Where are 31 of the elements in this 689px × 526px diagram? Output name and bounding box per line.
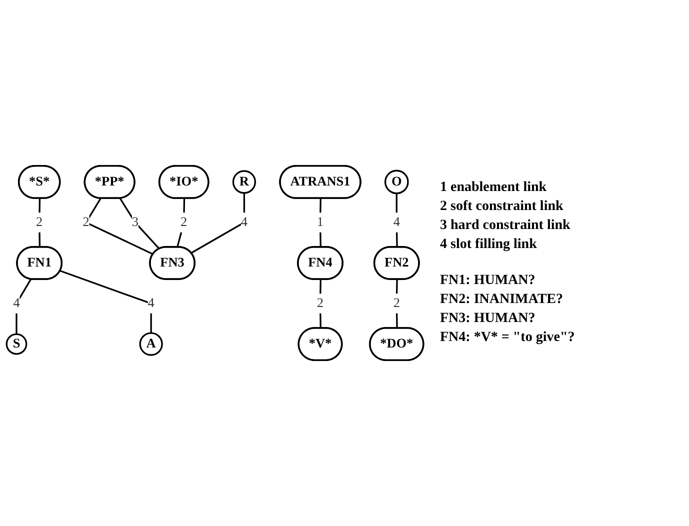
connector [16, 278, 32, 334]
edge-label: 2 [316, 296, 324, 310]
connector [396, 193, 398, 248]
key-entry: 2 soft constraint link [440, 199, 564, 215]
node-circle: O [384, 170, 409, 194]
edge-label: 4 [13, 296, 20, 310]
node-circle: R [232, 170, 256, 194]
edge-label: 2 [82, 215, 90, 230]
edge-label: 1 [316, 215, 324, 230]
connector [319, 280, 322, 328]
connector [176, 198, 186, 248]
key-entry: 4 slot filling link [440, 237, 538, 253]
connector [60, 270, 152, 334]
edge-label: 2 [180, 215, 188, 230]
key-entry: 3 hard constraint link [440, 218, 572, 234]
connector [396, 280, 398, 328]
node-circle: S [6, 333, 28, 355]
connector [119, 198, 160, 250]
edge-label: 4 [240, 215, 248, 230]
edge-label: 2 [36, 215, 43, 230]
edge-label: 2 [393, 296, 400, 310]
connector [190, 192, 246, 254]
edge-label: 4 [148, 296, 154, 310]
note: FN4: *V* = "to give"? [440, 330, 576, 346]
key-entry: 1 enablement link [440, 180, 548, 196]
note: FN1: HUMAN? [440, 273, 536, 289]
edge-label: 4 [393, 215, 400, 230]
edge-label: 3 [132, 215, 138, 230]
node-circle: A [139, 332, 163, 356]
note: FN2: INANIMATE? [440, 292, 564, 308]
note: FN3: HUMAN? [440, 311, 536, 327]
